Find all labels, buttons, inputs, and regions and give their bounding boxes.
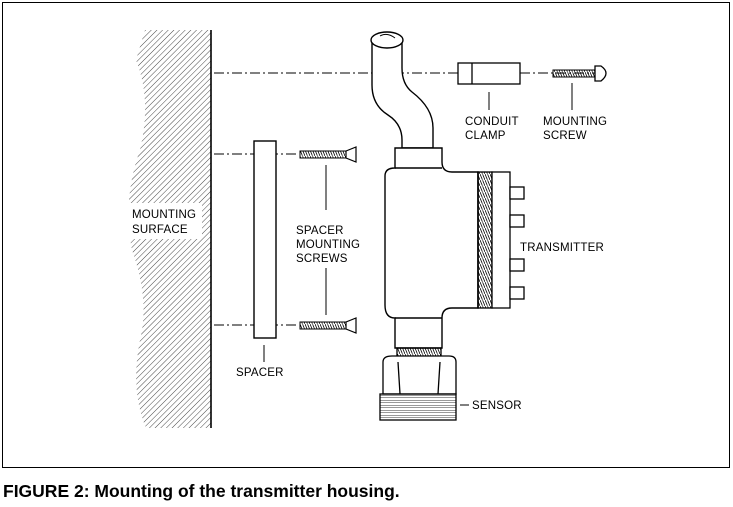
conduit-clamp-label-line1: CONDUIT <box>465 116 519 128</box>
mounting-screw-label-line2: SCREW <box>543 130 587 142</box>
transmitter <box>477 171 525 309</box>
transmitter-label: TRANSMITTER <box>520 242 604 254</box>
transmitter-housing <box>384 147 479 349</box>
mounting-screw-label-line1: MOUNTING <box>543 116 607 128</box>
spacer-mounting-screws-label-line1: SPACER <box>296 225 344 237</box>
leader-lines <box>263 83 573 406</box>
mounting-surface-wall <box>126 30 212 428</box>
conduit-pipe <box>370 31 434 149</box>
sensor-label: SENSOR <box>472 400 522 412</box>
spacer-label: SPACER <box>236 367 284 379</box>
spacer <box>253 140 277 339</box>
figure-caption: FIGURE 2: Mounting of the transmitter ho… <box>3 481 400 501</box>
spacer-mounting-screw-top <box>299 146 357 163</box>
mounting-surface-label-line1: MOUNTING <box>132 209 196 221</box>
sensor <box>379 347 457 421</box>
conduit-clamp-label-line2: CLAMP <box>465 130 506 142</box>
spacer-mounting-screw-bottom <box>299 317 357 334</box>
figure-frame <box>2 2 730 468</box>
mounting-surface-label-line2: SURFACE <box>132 224 188 236</box>
spacer-mounting-screws-label-line2: MOUNTING <box>296 239 360 251</box>
conduit-clamp <box>457 62 521 85</box>
mounting-diagram: MOUNTING SURFACE SPACER SPACER MOUNTING … <box>126 30 608 428</box>
spacer-mounting-screws-label-line3: SCREWS <box>296 253 348 265</box>
mounting-screw <box>552 65 607 82</box>
